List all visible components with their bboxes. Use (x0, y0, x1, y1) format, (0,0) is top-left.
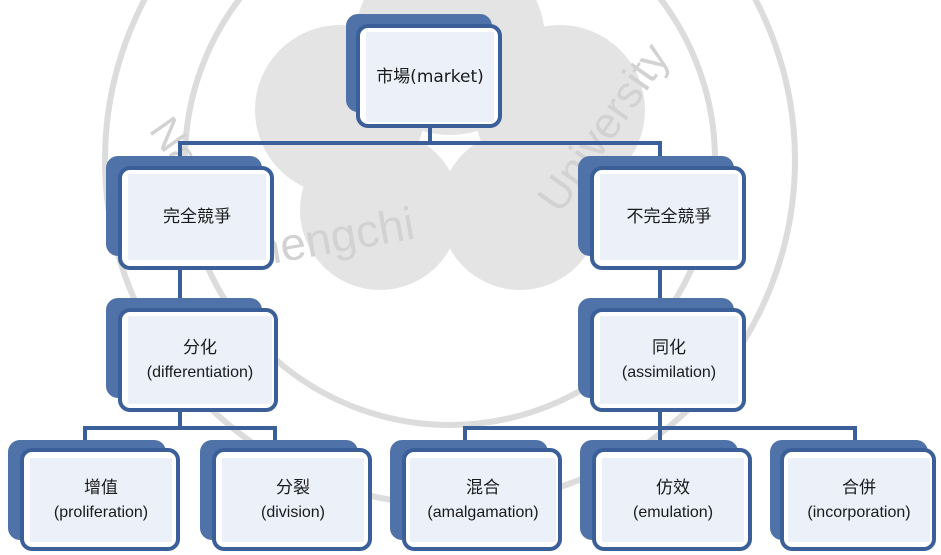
node-amalgamation-zh: 混合 (466, 478, 500, 498)
node-assimilation-en: (assimilation) (621, 364, 717, 381)
node-perfect-label: 完全競爭 (163, 207, 231, 227)
node-proliferation-zh: 增值 (84, 478, 118, 498)
node-incorporation-en: (incorporation) (807, 504, 911, 521)
node-amalgamation-en: (amalgamation) (427, 504, 539, 521)
node-differentiation-en: (differentiation) (146, 364, 254, 381)
node-emulation-zh: 仿效 (656, 478, 690, 498)
node-market-label: 市場(market) (376, 67, 484, 87)
node-assimilation-zh: 同化 (652, 338, 686, 358)
node-incorporation-zh: 合併 (842, 478, 876, 498)
node-proliferation-en: (proliferation) (53, 504, 149, 521)
node-division-zh: 分裂 (276, 478, 310, 498)
node-emulation-en: (emulation) (632, 504, 714, 521)
node-differentiation-zh: 分化 (183, 338, 217, 358)
node-imperfect-label: 不完全競爭 (626, 207, 712, 227)
node-division-en: (division) (260, 504, 325, 521)
